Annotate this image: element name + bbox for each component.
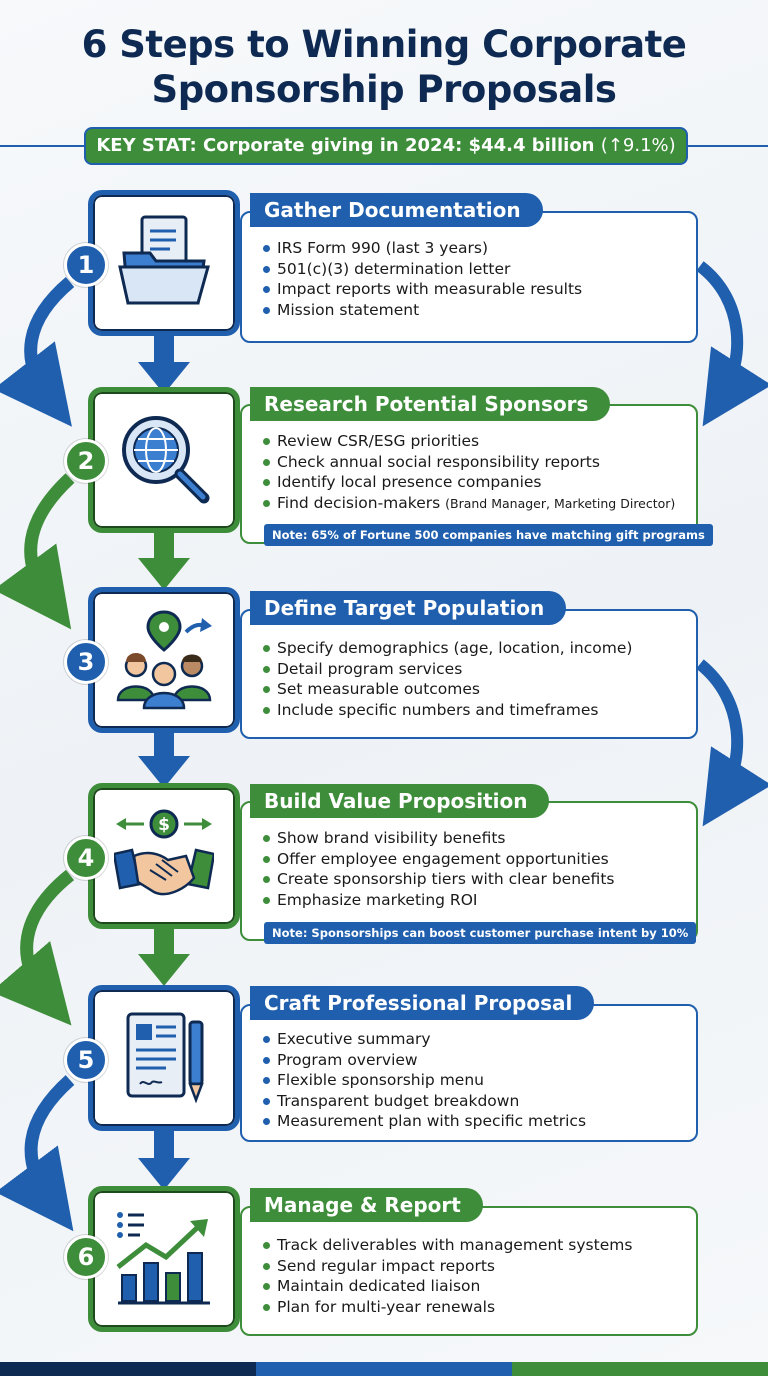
stat-rule-right bbox=[688, 145, 768, 147]
step-2-bullet: Review CSR/ESG priorities bbox=[262, 431, 675, 452]
footer-segment-navy bbox=[0, 1362, 256, 1376]
step-2-note: Note: 65% of Fortune 500 companies have … bbox=[264, 524, 713, 546]
step-2-bullet: Check annual social responsibility repor… bbox=[262, 452, 675, 473]
handshake-dollar-icon: $ bbox=[114, 809, 214, 896]
people-location-icon bbox=[116, 610, 212, 710]
step-3-bullet: Include specific numbers and timeframes bbox=[262, 700, 632, 721]
step-3-bullet: Specify demographics (age, location, inc… bbox=[262, 638, 632, 659]
step-6-bullet: Maintain dedicated liaison bbox=[262, 1276, 632, 1297]
step-3-bullet: Set measurable outcomes bbox=[262, 679, 632, 700]
step-3-number: 3 bbox=[64, 640, 108, 684]
step-4-icon-box: $ bbox=[88, 783, 240, 929]
footer-segment-blue bbox=[256, 1362, 512, 1376]
step-3-bullets: Specify demographics (age, location, inc… bbox=[262, 638, 632, 720]
down-arrow-4 bbox=[138, 926, 190, 986]
step-2-title: Research Potential Sponsors bbox=[250, 387, 611, 421]
curve-arrow-1-2 bbox=[0, 277, 75, 427]
step-4-card bbox=[240, 801, 698, 941]
step-6-icon-box bbox=[88, 1186, 240, 1332]
step-4-bullets: Show brand visibility benefits Offer emp… bbox=[262, 828, 614, 910]
step-4-bullet: Create sponsorship tiers with clear bene… bbox=[262, 869, 614, 890]
step-6-bullets: Track deliverables with management syste… bbox=[262, 1235, 632, 1317]
globe-magnifier-icon bbox=[122, 416, 210, 504]
step-2-card bbox=[240, 404, 698, 544]
svg-text:$: $ bbox=[158, 815, 170, 835]
document-pen-icon bbox=[126, 1012, 204, 1104]
document-folder-icon bbox=[118, 215, 210, 305]
step-1-icon-box bbox=[88, 190, 240, 336]
step-6-title: Manage & Report bbox=[250, 1188, 483, 1222]
step-6-bullet: Plan for multi-year renewals bbox=[262, 1297, 632, 1318]
step-6-bullet: Send regular impact reports bbox=[262, 1256, 632, 1277]
step-5-bullet: Flexible sponsorship menu bbox=[262, 1070, 586, 1091]
step-1-number: 1 bbox=[64, 243, 108, 287]
curve-arrow-2-3 bbox=[0, 473, 75, 630]
step-4-number: 4 bbox=[64, 836, 108, 880]
curve-arrow-right-2 bbox=[696, 659, 768, 827]
step-5-bullet: Measurement plan with specific metrics bbox=[262, 1111, 586, 1132]
step-4-bullet: Emphasize marketing ROI bbox=[262, 890, 614, 911]
step-4-note: Note: Sponsorships can boost customer pu… bbox=[264, 922, 697, 944]
key-stat-change: (↑9.1%) bbox=[600, 135, 676, 156]
down-arrow-1 bbox=[138, 334, 190, 394]
key-stat-banner: KEY STAT: Corporate giving in 2024: $44.… bbox=[84, 127, 688, 165]
step-5-title: Craft Professional Proposal bbox=[250, 986, 595, 1020]
step-2-bullet-text: Find decision-makers bbox=[277, 493, 441, 512]
step-3-card bbox=[240, 609, 698, 739]
curve-arrow-4-5 bbox=[0, 869, 75, 1026]
step-5-bullets: Executive summary Program overview Flexi… bbox=[262, 1029, 586, 1132]
step-3-icon-box bbox=[88, 587, 240, 733]
step-2-bullet: Find decision-makers (Brand Manager, Mar… bbox=[262, 493, 675, 515]
key-stat-label: KEY STAT: Corporate giving in 2024: $44.… bbox=[96, 135, 595, 156]
step-4-bullet: Offer employee engagement opportunities bbox=[262, 849, 614, 870]
growth-chart-icon bbox=[116, 1212, 210, 1305]
title-line-2: Sponsorship Proposals bbox=[151, 68, 617, 111]
title-line-1: 6 Steps to Winning Corporate bbox=[81, 23, 687, 66]
step-1-bullet: Mission statement bbox=[262, 300, 582, 321]
step-2-bullet: Identify local presence companies bbox=[262, 472, 675, 493]
step-2-bullet-extra: (Brand Manager, Marketing Director) bbox=[445, 495, 676, 511]
step-3-title: Define Target Population bbox=[250, 591, 567, 625]
step-1-bullet: Impact reports with measurable results bbox=[262, 279, 582, 300]
step-5-bullet: Program overview bbox=[262, 1050, 586, 1071]
step-1-bullet: 501(c)(3) determination letter bbox=[262, 259, 582, 280]
step-2-number: 2 bbox=[64, 439, 108, 483]
down-arrow-3 bbox=[138, 728, 190, 788]
step-4-bullet: Show brand visibility benefits bbox=[262, 828, 614, 849]
down-arrow-2 bbox=[138, 530, 190, 590]
footer-color-bar bbox=[0, 1362, 768, 1376]
footer-segment-green bbox=[512, 1362, 768, 1376]
step-5-card bbox=[240, 1004, 698, 1142]
down-arrow-5 bbox=[138, 1130, 190, 1190]
step-5-bullet: Transparent budget breakdown bbox=[262, 1091, 586, 1112]
curve-arrow-5-6 bbox=[0, 1075, 75, 1232]
step-1-card bbox=[240, 211, 698, 343]
step-1-bullet: IRS Form 990 (last 3 years) bbox=[262, 238, 582, 259]
step-6-bullet: Track deliverables with management syste… bbox=[262, 1235, 632, 1256]
step-5-icon-box bbox=[88, 985, 240, 1131]
step-2-icon-box bbox=[88, 387, 240, 533]
step-1-title: Gather Documentation bbox=[250, 193, 543, 227]
step-5-bullet: Executive summary bbox=[262, 1029, 586, 1050]
curve-arrow-right-1 bbox=[696, 261, 768, 427]
step-6-number: 6 bbox=[64, 1235, 108, 1279]
stat-rule-left bbox=[0, 145, 86, 147]
step-1-bullets: IRS Form 990 (last 3 years) 501(c)(3) de… bbox=[262, 238, 582, 320]
step-4-title: Build Value Proposition bbox=[250, 784, 550, 818]
page-title: 6 Steps to Winning Corporate Sponsorship… bbox=[0, 22, 768, 112]
step-5-number: 5 bbox=[64, 1038, 108, 1082]
step-3-bullet: Detail program services bbox=[262, 659, 632, 680]
step-2-bullets: Review CSR/ESG priorities Check annual s… bbox=[262, 431, 675, 514]
